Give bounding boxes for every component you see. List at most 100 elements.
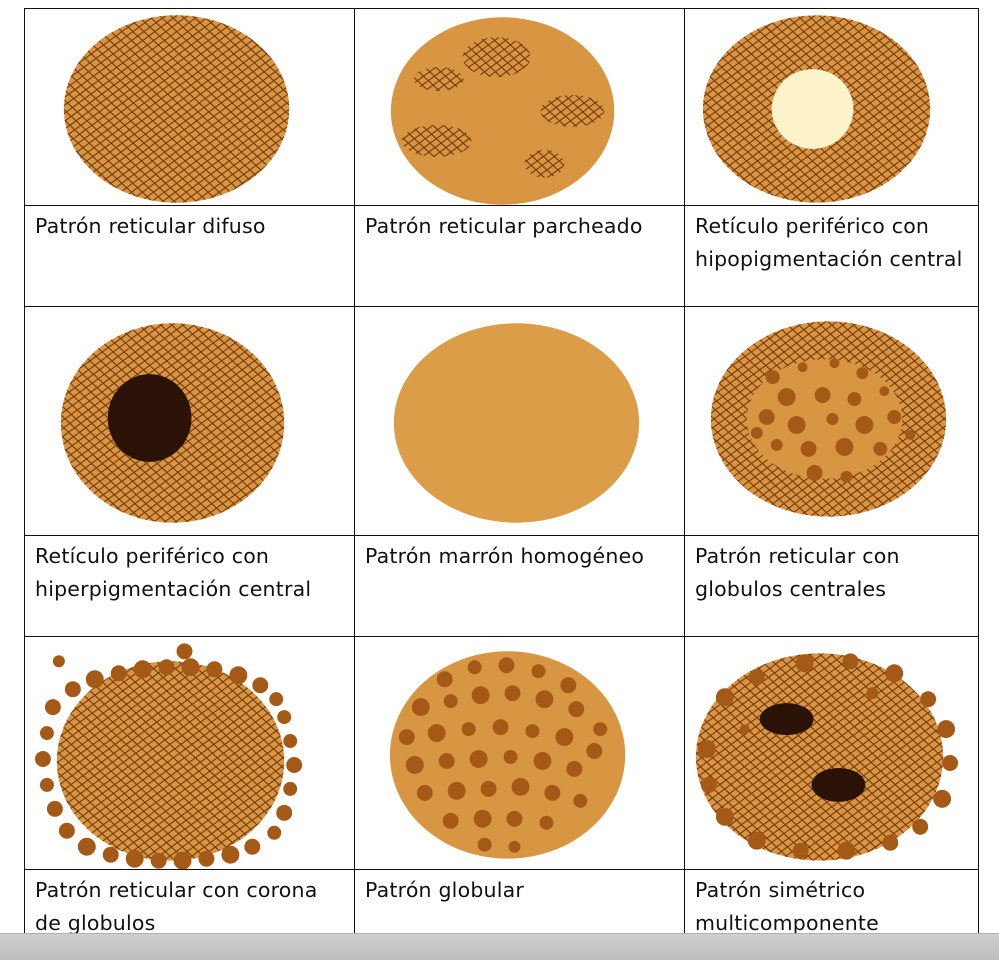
globule — [507, 811, 523, 827]
hypopigmented-area — [772, 69, 854, 149]
globule — [493, 719, 509, 735]
globule — [126, 850, 144, 868]
caption-cell: Patrón globular — [355, 870, 685, 941]
globule — [759, 409, 775, 425]
globule — [40, 726, 54, 740]
globule — [417, 785, 433, 801]
globule — [771, 439, 783, 451]
globule — [766, 370, 780, 384]
marron-homogeneo-lesion — [355, 307, 684, 535]
reticular-globulos-centrales-lesion — [685, 307, 978, 535]
globule — [470, 750, 488, 768]
globule — [793, 843, 809, 859]
globule — [481, 781, 497, 797]
cell-image-globular — [355, 637, 685, 870]
caption-reticular-corona: Patrón reticular con corona de globulos — [35, 874, 344, 940]
globule — [151, 853, 167, 869]
globule — [174, 852, 192, 869]
globule — [221, 846, 239, 864]
cell-image-periferico-hipo — [685, 9, 979, 206]
globule — [276, 805, 292, 821]
globule — [439, 753, 455, 769]
reticular-parcheado-lesion — [355, 9, 684, 205]
globule — [443, 813, 459, 829]
caption-periferico-hipo: Retículo periférico con hipopigmentación… — [695, 210, 968, 276]
dark-blotch — [812, 768, 866, 802]
globule — [835, 438, 853, 456]
globule — [573, 794, 587, 808]
caption-cell: Patrón simétrico multicomponente — [685, 870, 979, 941]
cell-image-reticular-globulos-centrales — [685, 307, 979, 536]
cell-image-reticular-difuso — [25, 9, 355, 206]
globule — [512, 778, 530, 796]
globule — [505, 685, 521, 701]
globule — [905, 430, 915, 440]
cell-image-reticular-corona — [25, 637, 355, 870]
globule — [468, 660, 482, 674]
globule — [412, 698, 430, 716]
dermoscopy-pattern-table: Patrón reticular difuso Patrón reticular… — [24, 8, 979, 941]
globule — [283, 782, 297, 796]
globule — [801, 441, 817, 457]
globule — [740, 724, 750, 734]
globule — [778, 388, 796, 406]
globule — [198, 851, 214, 867]
globule — [855, 416, 873, 434]
caption-reticular-globulos-centrales: Patrón reticular con globulos centrales — [695, 540, 968, 606]
globule — [504, 750, 518, 764]
caption-cell: Patrón reticular con globulos centrales — [685, 536, 979, 637]
globular-lesion — [355, 637, 684, 869]
globule — [912, 819, 928, 835]
caption-periferico-hiper: Retículo periférico con hiperpigmentació… — [35, 540, 344, 606]
globule — [698, 740, 716, 758]
globule — [807, 465, 823, 481]
caption-globular: Patrón globular — [365, 874, 674, 907]
globule — [882, 835, 898, 851]
simetrico-multicomponente-lesion — [685, 637, 978, 869]
globule — [448, 782, 466, 800]
globule — [937, 720, 955, 738]
globule — [35, 751, 51, 767]
globule — [47, 801, 63, 817]
bottom-strip — [0, 933, 999, 960]
globule — [277, 710, 291, 724]
globule — [716, 808, 734, 826]
dark-blotch — [108, 374, 192, 462]
globule — [399, 729, 415, 745]
globule — [286, 757, 302, 773]
globule — [509, 841, 521, 853]
caption-cell: Retículo periférico con hipopigmentación… — [685, 206, 979, 307]
globule — [942, 755, 958, 771]
caption-cell: Patrón reticular con corona de globulos — [25, 870, 355, 941]
globule — [887, 410, 901, 424]
globule — [885, 664, 903, 682]
caption-cell: Patrón marrón homogéneo — [355, 536, 685, 637]
globule — [531, 664, 545, 678]
cell-image-marron-homogeneo — [355, 307, 685, 536]
globule — [78, 838, 96, 856]
globule — [842, 653, 858, 669]
globule — [751, 427, 763, 439]
globule — [593, 722, 607, 736]
globule — [472, 686, 490, 704]
globule — [40, 778, 54, 792]
globule — [244, 839, 260, 855]
globule — [474, 810, 492, 828]
globule — [229, 666, 247, 684]
globule — [65, 681, 81, 697]
globule — [568, 701, 584, 717]
globule — [267, 826, 281, 840]
globule — [525, 724, 539, 738]
reticular-difuso-lesion — [25, 9, 354, 205]
globule — [815, 387, 831, 403]
globule — [103, 847, 119, 863]
globule — [159, 659, 175, 675]
globule — [840, 471, 852, 483]
globule — [177, 643, 193, 659]
globule — [847, 392, 861, 406]
globule — [86, 670, 104, 688]
globule — [269, 692, 283, 706]
globule — [560, 677, 576, 693]
globule — [428, 724, 446, 742]
globule — [837, 842, 855, 860]
